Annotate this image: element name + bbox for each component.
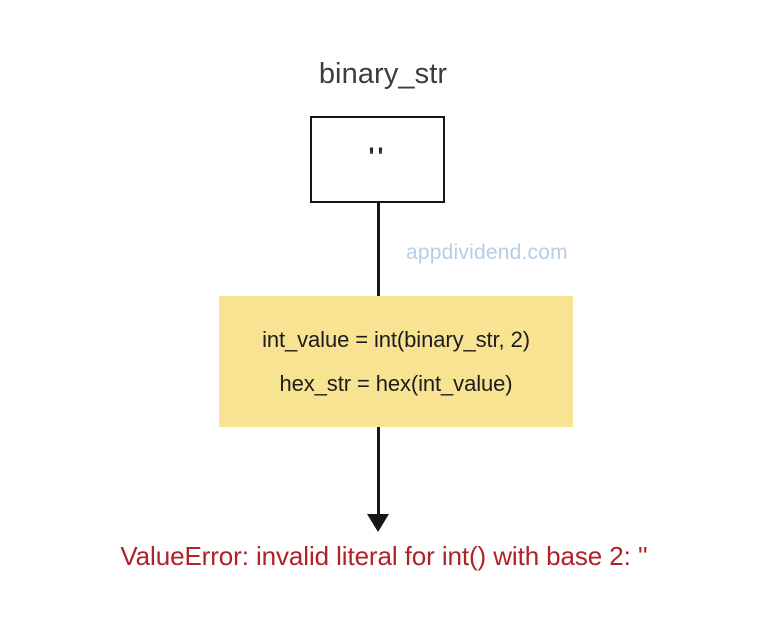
variable-value-text: ''	[368, 143, 387, 171]
code-block: int_value = int(binary_str, 2) hex_str =…	[219, 296, 573, 427]
variable-value-box: ''	[310, 116, 445, 203]
arrow-down-icon	[367, 514, 389, 532]
connector-code-to-error-shaft	[377, 427, 380, 517]
watermark-text: appdividend.com	[406, 241, 568, 264]
code-line-2: hex_str = hex(int_value)	[279, 370, 513, 396]
variable-name-text: binary_str	[318, 58, 448, 90]
error-message-text: ValueError: invalid literal for int() wi…	[120, 541, 648, 571]
connector-box-to-code	[377, 203, 380, 297]
code-line-1: int_value = int(binary_str, 2)	[262, 326, 530, 352]
variable-name-label: binary_str	[0, 60, 768, 89]
